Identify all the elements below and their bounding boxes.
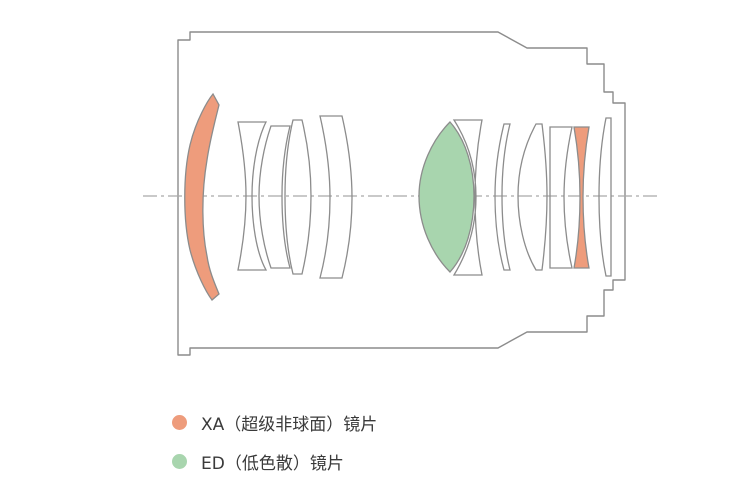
legend-label-ed: ED（低色散）镜片 [201, 454, 344, 474]
ed-lens [418, 121, 475, 273]
lens-element [598, 117, 612, 277]
lens-element [237, 121, 268, 271]
xa-rear-lens [573, 126, 590, 269]
xa-front-lens [184, 92, 220, 301]
legend-item-xa: XA（超级非球面）镜片 [172, 410, 377, 435]
legend-item-ed: ED（低色散）镜片 [172, 449, 344, 474]
lens-element [452, 119, 483, 276]
legend-label-xa: XA（超级非球面）镜片 [201, 415, 378, 435]
lens-element [494, 123, 511, 271]
lens-element [549, 126, 573, 269]
lens-element [258, 125, 291, 269]
ed-color-swatch [172, 454, 187, 469]
lens-element [284, 119, 312, 275]
xa-color-swatch [172, 415, 187, 430]
lens-element [319, 115, 353, 279]
lens-element [517, 123, 548, 271]
lens-barrel-outline [177, 31, 626, 356]
